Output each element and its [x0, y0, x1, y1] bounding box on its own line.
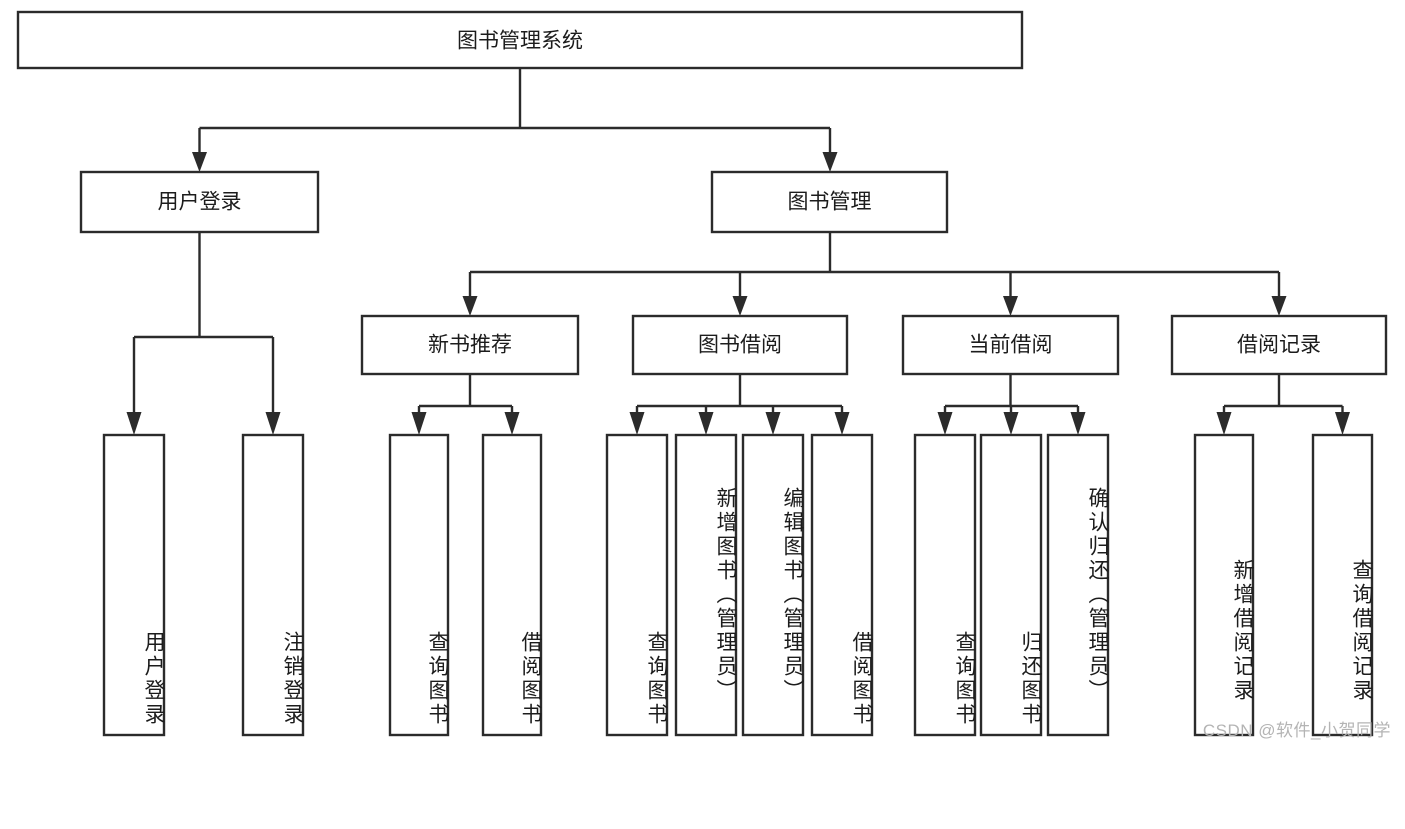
node-current-borrow[interactable]: 当前借阅 [901, 314, 1120, 376]
node-borrow-record-label: 借阅记录 [1237, 334, 1321, 357]
leaf-return-book-box[interactable] [979, 433, 1043, 737]
node-new-book-recommend-box[interactable] [360, 314, 580, 376]
node-book-borrow-box[interactable] [631, 314, 849, 376]
leaf-query-record-box[interactable] [1311, 433, 1374, 737]
arrow-head-leaf-add-book [698, 412, 714, 435]
leaf-edit-book-box[interactable] [741, 433, 805, 737]
arrow-head-leaf-user-login [126, 412, 142, 435]
node-book-manage-box[interactable] [710, 170, 949, 234]
arrow-head-current-borrow [1003, 296, 1018, 316]
leaf-query-book-1-box[interactable] [388, 433, 450, 737]
node-book-borrow-label: 图书借阅 [698, 334, 782, 357]
diagram-canvas: 图书管理系统 用户登录 图书管理 新书推荐 图书借阅 [16, 10, 1388, 737]
node-layer: 图书管理系统 用户登录 图书管理 新书推荐 图书借阅 [16, 10, 1388, 737]
node-new-book-recommend[interactable]: 新书推荐 [360, 314, 580, 376]
leaf-add-book-box[interactable] [674, 433, 738, 737]
arrow-head-leaf-edit-book [765, 412, 781, 435]
arrow-head-leaf-add-record [1216, 412, 1232, 435]
arrow-head-leaf-logout [265, 412, 281, 435]
leaf-query-book-3-box[interactable] [913, 433, 977, 737]
node-root-box[interactable] [16, 10, 1024, 70]
node-user-login-box[interactable] [79, 170, 320, 234]
leaf-user-login-box[interactable] [102, 433, 166, 737]
arrow-head-leaf-return-book [1003, 412, 1019, 435]
node-borrow-record[interactable]: 借阅记录 [1170, 314, 1388, 376]
node-user-login[interactable]: 用户登录 [79, 170, 320, 234]
arrow-head-book-borrow [732, 296, 748, 316]
arrow-head-leaf-borrow-book-1 [504, 412, 520, 435]
node-new-book-recommend-label: 新书推荐 [428, 334, 512, 357]
arrow-head-book-manage [822, 152, 838, 172]
arrow-head-leaf-borrow-book-2 [834, 412, 850, 435]
node-borrow-record-box[interactable] [1170, 314, 1388, 376]
leaf-confirm-return-box[interactable] [1046, 433, 1110, 737]
node-book-manage[interactable]: 图书管理 [710, 170, 949, 234]
arrow-head-user-login [192, 152, 207, 172]
node-root[interactable]: 图书管理系统 [16, 10, 1024, 70]
csdn-watermark: CSDN @软件_小贺同学 [1202, 721, 1391, 740]
node-root-label: 图书管理系统 [457, 30, 583, 53]
arrow-head-leaf-query-record [1335, 412, 1350, 435]
arrow-head-leaf-confirm-return [1070, 412, 1086, 435]
node-current-borrow-box[interactable] [901, 314, 1120, 376]
arrow-head-borrow-record [1271, 296, 1287, 316]
arrow-head-new-book-recommend [462, 296, 478, 316]
arrow-head-leaf-query-book-1 [411, 412, 427, 435]
node-current-borrow-label: 当前借阅 [969, 334, 1053, 357]
leaf-borrow-book-2-box[interactable] [810, 433, 874, 737]
node-book-borrow[interactable]: 图书借阅 [631, 314, 849, 376]
arrow-head-leaf-query-book-3 [937, 412, 953, 435]
leaf-logout-box[interactable] [241, 433, 305, 737]
connector-layer [126, 68, 1350, 435]
node-book-manage-label: 图书管理 [788, 191, 872, 214]
arrow-head-leaf-query-book-2 [629, 412, 645, 435]
leaf-query-book-2-box[interactable] [605, 433, 669, 737]
leaf-add-record-box[interactable] [1193, 433, 1255, 737]
org-chart-diagram: 图书管理系统 用户登录 图书管理 新书推荐 图书借阅 [16, 10, 1391, 740]
node-user-login-label: 用户登录 [158, 191, 242, 214]
leaf-borrow-book-1-box[interactable] [481, 433, 543, 737]
